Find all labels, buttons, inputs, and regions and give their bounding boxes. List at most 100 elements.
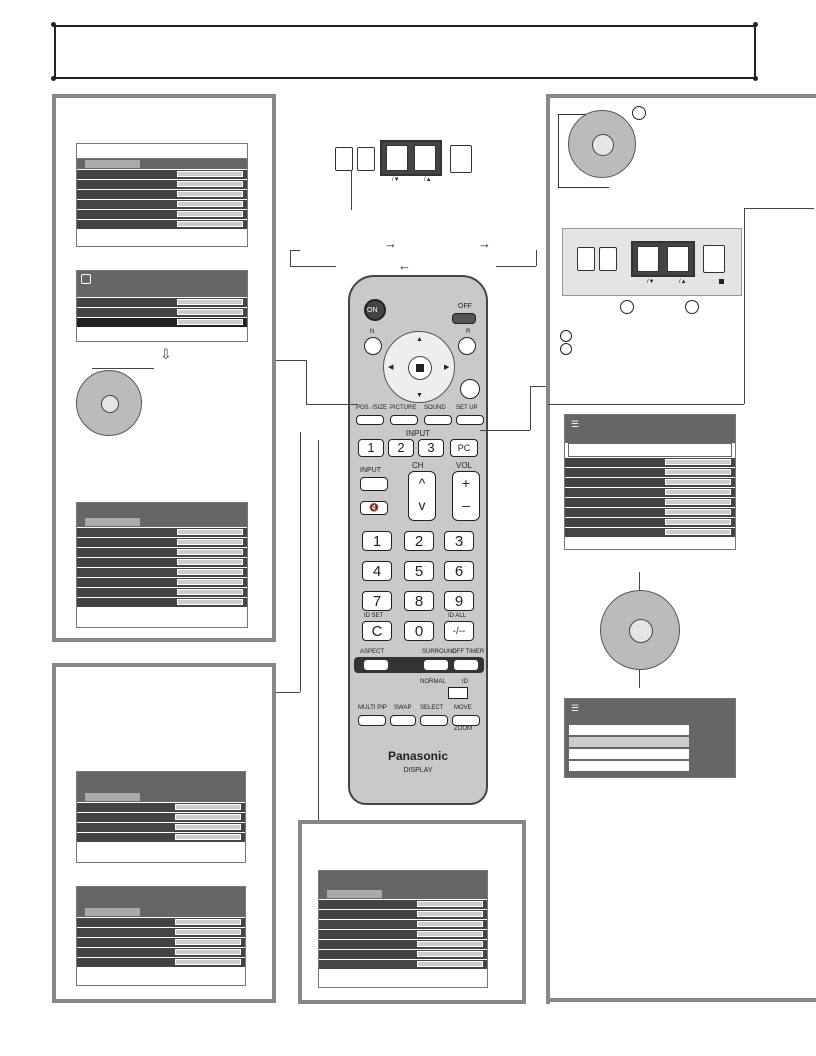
surround-label: SURROUND [422,649,457,655]
arrow-left-icon: ← [398,258,411,273]
number-1-button[interactable]: 1 [362,531,392,551]
select-button[interactable] [420,715,448,726]
arrow-right-icon: → [478,236,491,251]
sound-panel [298,820,526,1004]
sound-button[interactable] [424,415,452,425]
pos-size-button[interactable] [356,415,384,425]
number-8-button[interactable]: 8 [404,591,434,611]
multi-pip-button[interactable] [358,715,386,726]
down-label: /▼ [647,279,655,285]
power-on-button[interactable] [364,299,386,321]
dpad-small[interactable] [76,370,142,436]
unit-button[interactable] [450,145,472,173]
input-label: INPUT [360,467,381,474]
number-2-button[interactable]: 2 [404,531,434,551]
osd-submenu [76,270,248,342]
setup-dpad[interactable] [568,110,636,178]
move-button[interactable] [452,715,480,726]
c-button[interactable]: C [362,621,392,641]
setup-dpad-2[interactable] [600,590,680,670]
unit-button[interactable] [599,247,617,271]
normal-label: NORMAL [420,679,446,685]
input-button[interactable] [360,477,388,491]
channel-rocker[interactable]: ^v [408,471,436,521]
input-3-button[interactable]: 3 [418,439,444,457]
r-button[interactable] [458,337,476,355]
list-icon: ☰ [571,419,580,429]
input-2-button[interactable]: 2 [388,439,414,457]
ch-label: CH [412,461,424,470]
corner-dot [51,22,56,27]
right-panel-border [546,94,550,1004]
down-arrow-icon: ▼ [416,392,423,399]
pos-size-label: POS. /SIZE [356,405,388,411]
picture-panel [52,94,276,642]
down-button[interactable] [637,246,659,272]
id-all-label: ID ALL [448,613,467,619]
arrow-right-icon: → [384,236,397,251]
osd-picture-adjust [76,502,248,628]
n-button[interactable] [364,337,382,355]
dpad[interactable]: ▲ ▼ ◀ ▶ [383,331,455,403]
function-strip [354,657,484,673]
corner-dot [753,76,758,81]
corner-dot [753,22,758,27]
swap-label: SWAP [394,705,412,711]
volume-rocker[interactable]: +– [452,471,480,521]
osd-sound [318,870,488,988]
input-pc-button[interactable]: PC [450,439,478,457]
zoom-label: ZOOM [454,726,472,732]
osd-setup-sub: ☰ [564,698,736,778]
select-label: SELECT [420,705,444,711]
number-0-button[interactable]: 0 [404,621,434,641]
number-3-button[interactable]: 3 [444,531,474,551]
return-button[interactable] [460,379,480,399]
osd-picture-menu [76,143,248,247]
step-marker [632,106,646,120]
up-arrow-icon: ▲ [416,336,423,343]
left-arrow-icon: ◀ [388,364,394,371]
multi-pip-label: MULTI PIP [358,705,387,711]
osd-pos-size-2 [76,886,246,986]
menu-icon [81,274,91,284]
up-button[interactable] [414,145,436,171]
setup-label: SET UP [456,405,478,411]
right-arrow-icon: ▶ [444,364,450,371]
step-marker [560,330,572,342]
display-label: DISPLAY [403,767,433,774]
unit-button[interactable] [357,147,375,171]
unit-button[interactable] [577,247,595,271]
number-4-button[interactable]: 4 [362,561,392,581]
off-label: OFF [458,303,472,310]
brand-logo: Panasonic [387,749,449,763]
unit-button-group [380,140,442,176]
unit-button[interactable] [335,147,353,171]
corner-dot [51,76,56,81]
input-1-button[interactable]: 1 [358,439,384,457]
move-label: MOVE [454,705,472,711]
remote-control: ON OFF N R ▲ ▼ ◀ ▶ POS. /SIZE PICTURE SO… [348,275,488,805]
setup-button[interactable] [456,415,484,425]
id-mode-switch[interactable] [448,687,468,699]
picture-button[interactable] [390,415,418,425]
osd-setup: ☰ [564,414,736,550]
number-5-button[interactable]: 5 [404,561,434,581]
mute-button[interactable]: 🔇 [360,501,388,515]
off-timer-button[interactable] [454,660,478,670]
down-button[interactable] [386,145,408,171]
up-button[interactable] [667,246,689,272]
input-group-label: INPUT [406,429,430,438]
number-7-button[interactable]: 7 [362,591,392,611]
pos-size-panel [52,663,276,1003]
power-off-button[interactable] [452,313,476,324]
number-6-button[interactable]: 6 [444,561,474,581]
number-9-button[interactable]: 9 [444,591,474,611]
swap-button[interactable] [390,715,416,726]
up-label: /▲ [424,177,432,183]
aspect-button[interactable] [364,660,388,670]
dash-button[interactable]: -/-- [444,621,474,641]
down-label: /▼ [392,177,400,183]
surround-button[interactable] [424,660,448,670]
step-marker [620,300,634,314]
action-button[interactable] [703,245,725,273]
